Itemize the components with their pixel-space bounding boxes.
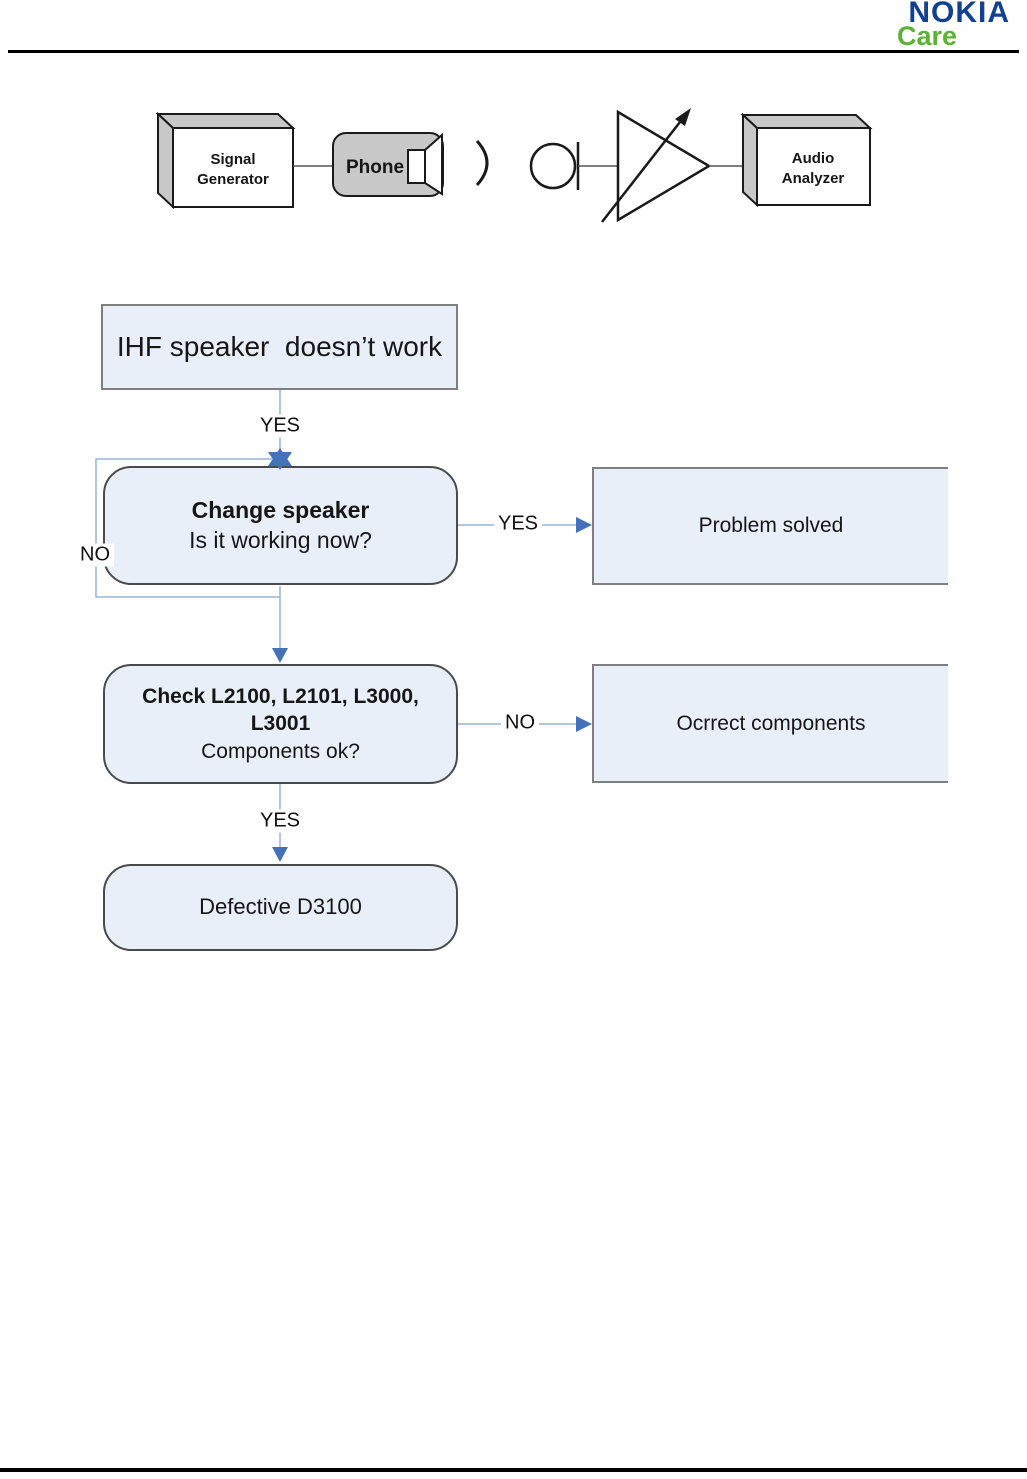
signal-generator-box: Signal Generator xyxy=(155,111,296,210)
audio-analyzer-label-line2: Analyzer xyxy=(782,170,845,187)
arrowhead-check xyxy=(272,648,288,663)
flow-node-change-question: Is it working now? xyxy=(189,526,372,553)
nokia-logo: NOKIA xyxy=(908,0,1010,29)
microphone-icon xyxy=(529,142,580,190)
care-logo: Care xyxy=(896,21,957,51)
edge-label-no-loop: NO xyxy=(76,543,114,567)
flow-node-check-title-line2: L3001 xyxy=(250,712,311,736)
flow-node-problem-solved-text: Problem solved xyxy=(698,514,844,538)
arrowhead-defective xyxy=(272,847,288,862)
flow-node-defective-text: Defective D3100 xyxy=(199,894,362,920)
sound-wave-icon xyxy=(475,139,489,187)
phone-label: Phone xyxy=(346,157,404,178)
flow-node-check-question: Components ok? xyxy=(201,739,360,763)
audio-analyzer-box: Audio Analyzer xyxy=(740,112,873,208)
edge-label-yes-right: YES xyxy=(493,512,543,536)
arrowhead-solved xyxy=(576,517,592,533)
flow-node-start-text: IHF speaker doesn’t work xyxy=(116,330,443,362)
variable-amplifier-icon xyxy=(601,108,712,223)
edge-label-yes-top: YES xyxy=(255,414,305,438)
flow-node-start: IHF speaker doesn’t work xyxy=(101,304,458,390)
phone-speaker-icon xyxy=(407,132,443,196)
phone-box: Phone xyxy=(332,132,444,197)
flow-node-correct-components-text: Ocrrect components xyxy=(676,711,866,735)
flow-node-check-components: Check L2100, L2101, L3000, L3001 Compone… xyxy=(103,664,458,784)
edge-label-no-right: NO xyxy=(501,711,539,735)
audio-analyzer-label-line1: Audio xyxy=(792,150,835,167)
edge-label-yes-bottom: YES xyxy=(255,809,305,833)
header-divider xyxy=(8,50,1019,53)
flow-node-change-title: Change speaker xyxy=(191,496,370,523)
signal-generator-label-line2: Generator xyxy=(197,171,269,188)
flow-node-change-speaker: Change speaker Is it working now? xyxy=(103,466,458,585)
footer-divider xyxy=(0,1468,1027,1472)
flow-node-check-title-line1: Check L2100, L2101, L3000, xyxy=(142,685,419,709)
signal-generator-label-line1: Signal xyxy=(210,151,255,168)
flow-node-defective: Defective D3100 xyxy=(103,864,458,951)
arrowhead-correct xyxy=(576,716,592,732)
flow-node-problem-solved: Problem solved xyxy=(592,467,948,585)
flow-node-correct-components: Ocrrect components xyxy=(592,664,948,783)
